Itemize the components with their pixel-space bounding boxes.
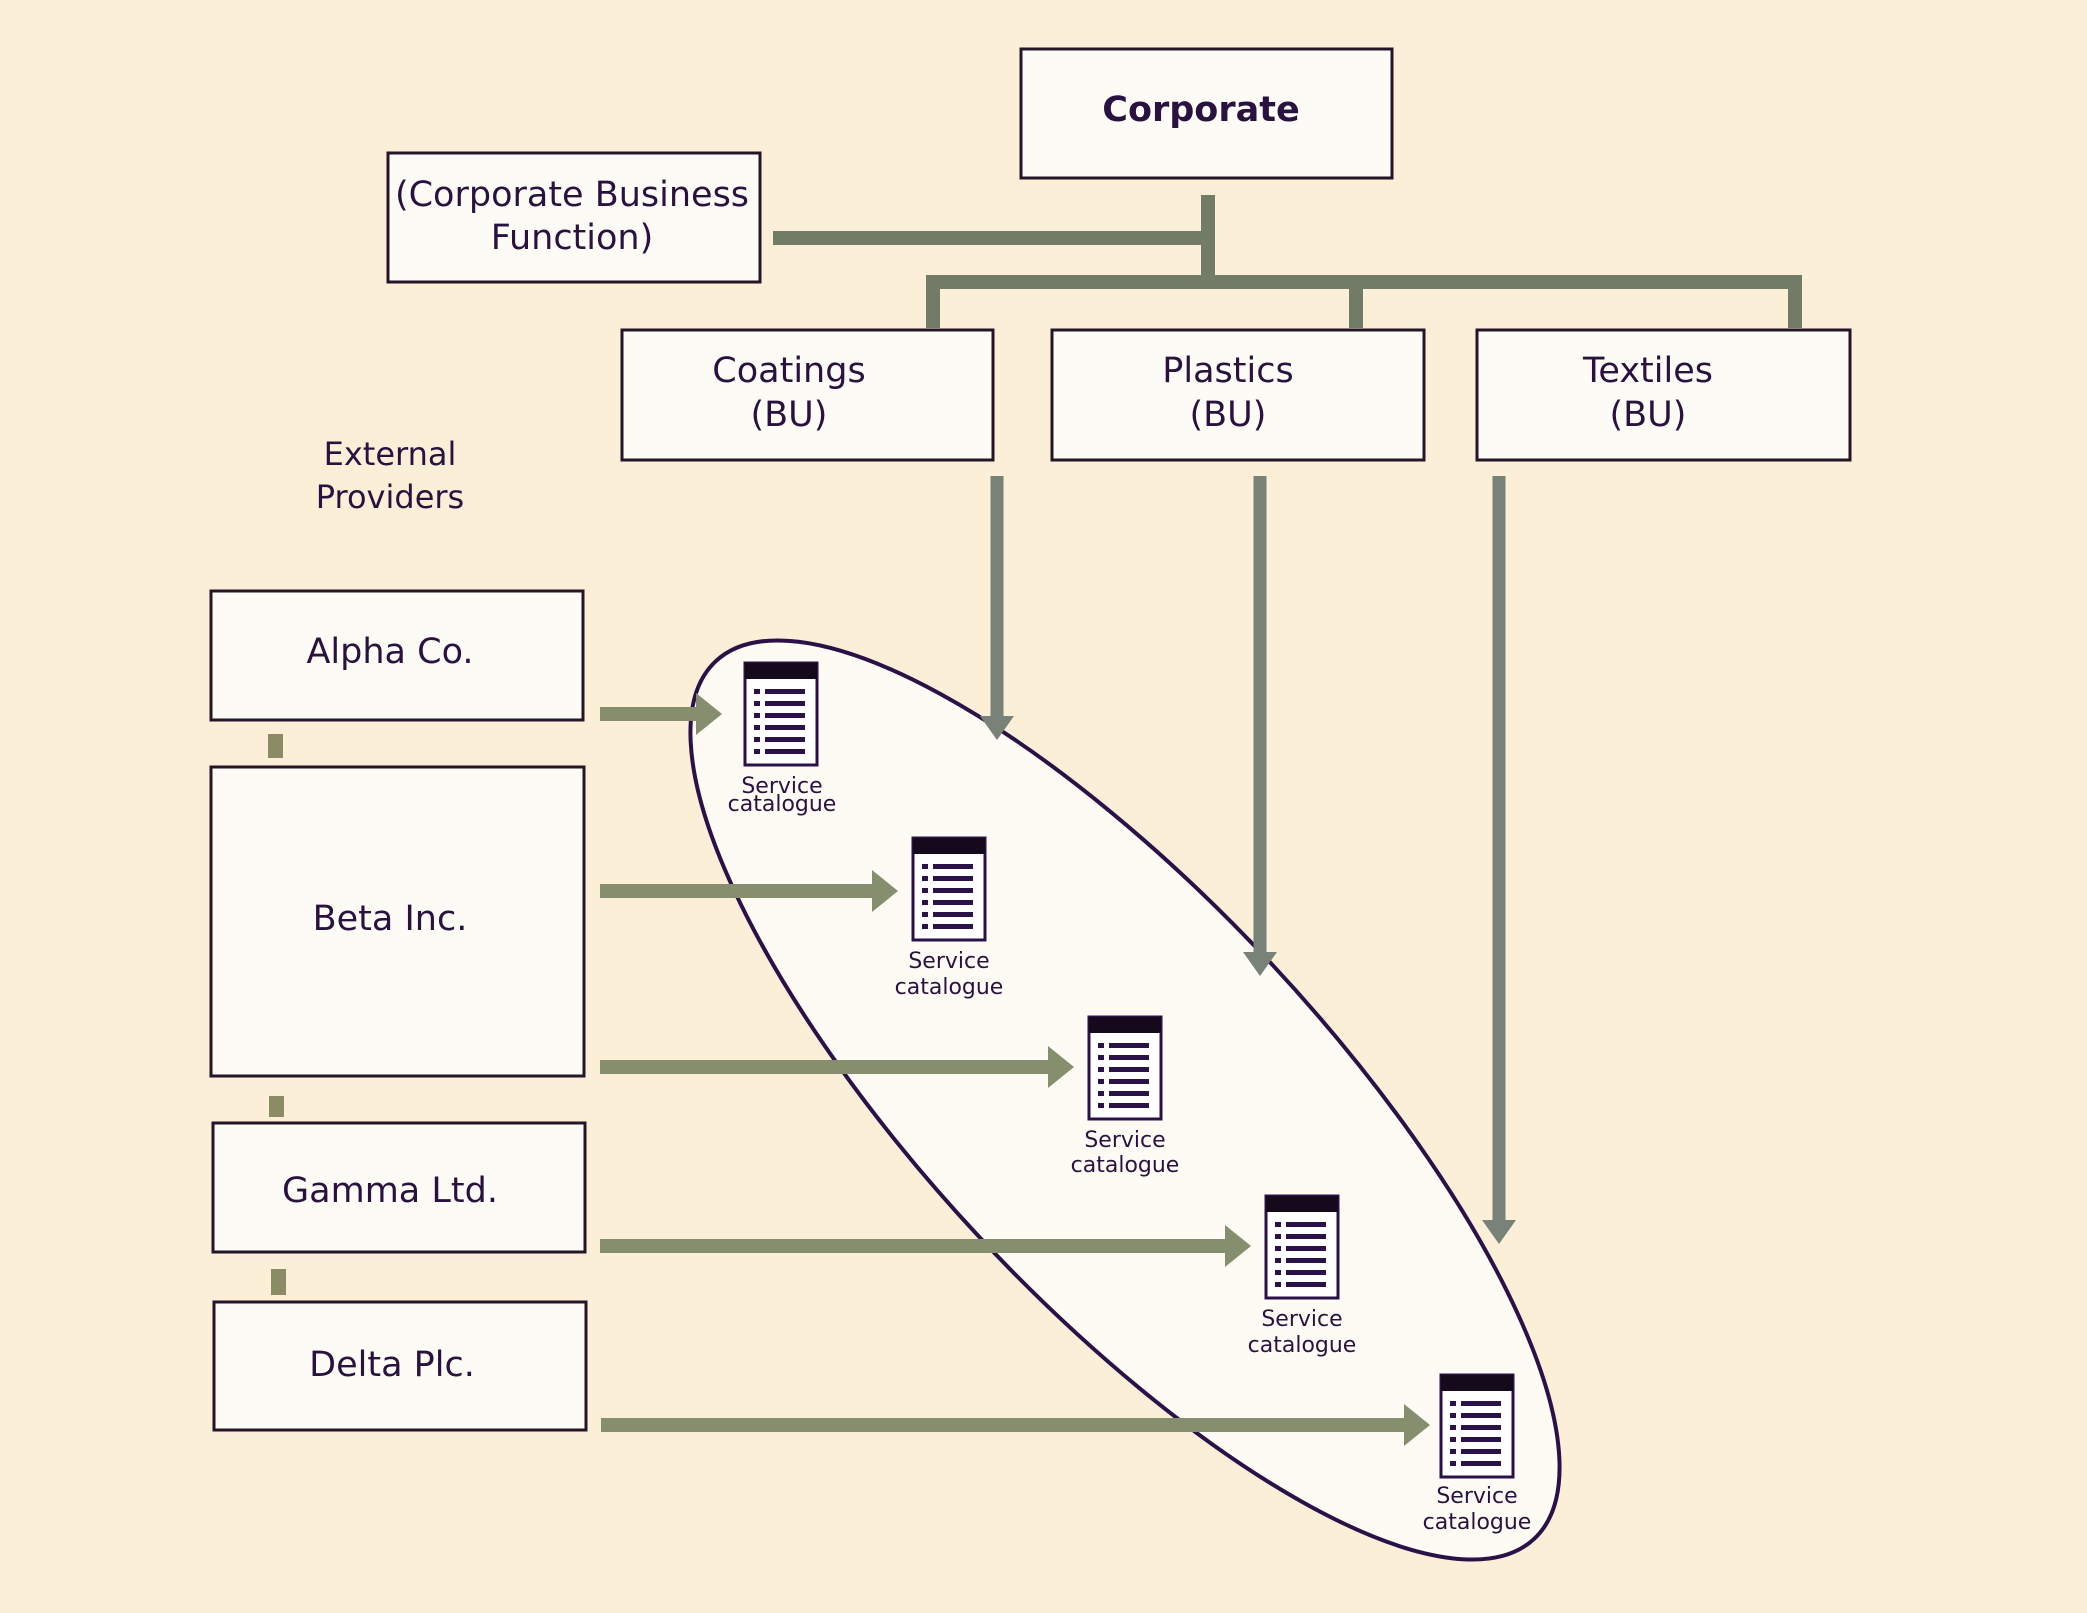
catalogue-label-line1: Service — [741, 774, 822, 799]
bu-box-plastics: Plastics (BU) — [1050, 328, 1426, 462]
provider-name-delta: Delta Plc. — [309, 1345, 475, 1385]
bu-tag-plastics: (BU) — [1190, 395, 1267, 435]
bu-box-coatings: Coatings (BU) — [620, 328, 995, 462]
catalogue-label-line1: Service — [1436, 1484, 1517, 1509]
provider-arrows — [600, 693, 1430, 1446]
catalogue-label-line2: catalogue — [1071, 1153, 1180, 1178]
bu-name-plastics: Plastics — [1162, 351, 1293, 391]
corporate-label: Corporate — [1102, 90, 1299, 130]
document-list-icon — [1087, 1015, 1163, 1121]
catalogue-label-line1: Service — [908, 949, 989, 974]
provider-box-delta: Delta Plc. — [212, 1300, 588, 1432]
provider-name-beta: Beta Inc. — [313, 899, 468, 939]
provider-box-alpha: Alpha Co. — [209, 589, 585, 722]
external-providers-line2: Providers — [316, 478, 464, 516]
bu-arrows — [980, 476, 1516, 1244]
catalogue-label-line1: Service — [1084, 1128, 1165, 1153]
service-catalogues: ServicecatalogueServicecatalogueServicec… — [728, 661, 1532, 1535]
catalogue-label-line2: catalogue — [728, 792, 837, 817]
bu-name-textiles: Textiles — [1582, 351, 1713, 391]
bu-name-coatings: Coatings — [712, 351, 865, 391]
corporate-business-function-box: (Corporate Business Function) — [386, 151, 762, 284]
document-list-icon — [743, 661, 819, 767]
catalogue-label-line2: catalogue — [1423, 1510, 1532, 1535]
bu-tag-textiles: (BU) — [1610, 395, 1687, 435]
catalogue-label-line2: catalogue — [895, 975, 1004, 1000]
external-providers-line1: External — [324, 435, 457, 473]
corporate-function-line2: Function) — [491, 218, 654, 258]
hierarchy-connectors — [773, 195, 1802, 328]
corporate-function-line1: (Corporate Business — [395, 175, 749, 215]
catalogue-label-line2: catalogue — [1248, 1333, 1357, 1358]
provider-connectors — [268, 734, 286, 1295]
provider-box-beta: Beta Inc. — [209, 765, 586, 1078]
corporate-box: Corporate — [1019, 47, 1394, 180]
document-list-icon — [1264, 1194, 1340, 1300]
bu-tag-coatings: (BU) — [751, 395, 828, 435]
provider-name-alpha: Alpha Co. — [306, 632, 473, 672]
document-list-icon — [1439, 1373, 1515, 1479]
document-list-icon — [911, 836, 987, 942]
provider-name-gamma: Gamma Ltd. — [282, 1171, 498, 1211]
bu-box-textiles: Textiles (BU) — [1475, 328, 1852, 462]
provider-box-gamma: Gamma Ltd. — [211, 1121, 587, 1254]
catalogue-label-line1: Service — [1261, 1307, 1342, 1332]
